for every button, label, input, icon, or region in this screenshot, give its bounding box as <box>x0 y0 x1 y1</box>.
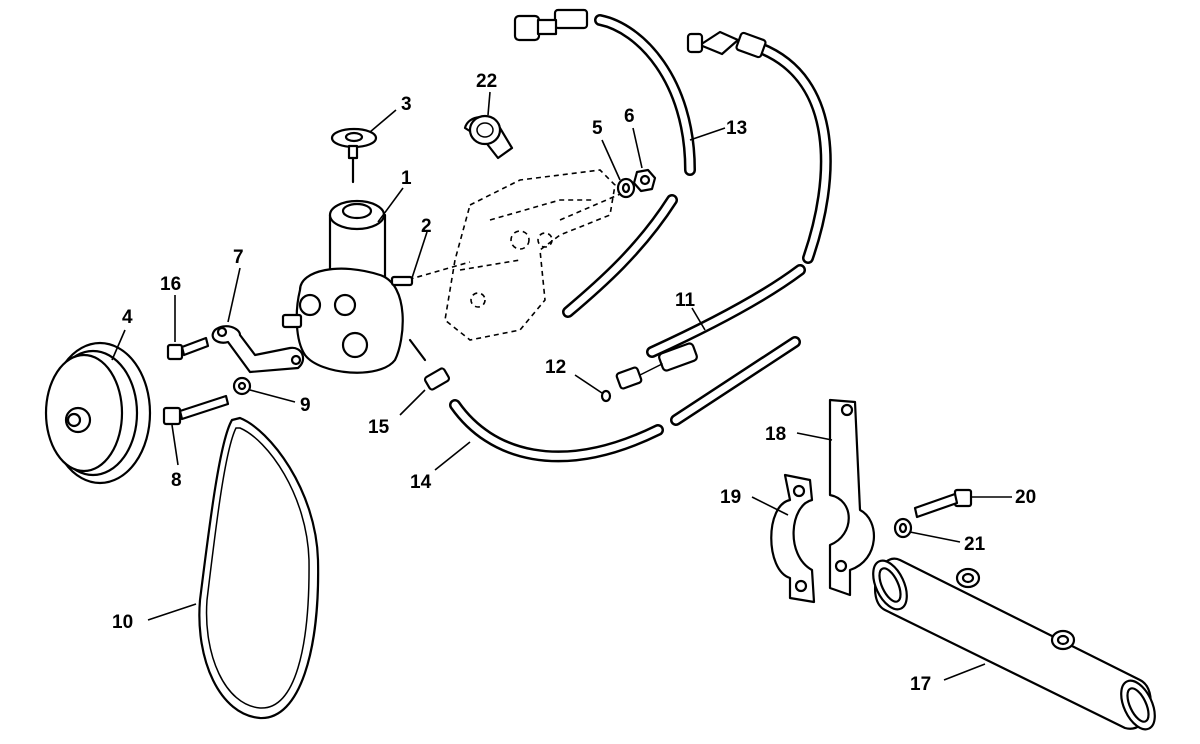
label-15: 15 <box>368 417 390 438</box>
label-10: 10 <box>112 612 133 633</box>
label-16: 16 <box>160 274 181 295</box>
reservoir-cap <box>330 127 378 184</box>
label-9: 9 <box>300 395 311 416</box>
label-11: 11 <box>675 290 696 311</box>
pulley <box>44 341 152 485</box>
nut-6 <box>632 168 657 193</box>
label-17: 17 <box>910 674 931 695</box>
label-18: 18 <box>765 424 786 445</box>
bolt-16 <box>166 336 210 361</box>
label-1: 1 <box>401 168 412 189</box>
hose-11 <box>615 342 698 390</box>
label-6: 6 <box>624 106 635 127</box>
label-5: 5 <box>592 118 603 139</box>
label-8: 8 <box>171 470 182 491</box>
label-4: 4 <box>122 307 133 328</box>
fluid-cooler <box>872 557 1156 731</box>
washer-21 <box>893 517 913 539</box>
label-12: 12 <box>545 357 566 378</box>
label-7: 7 <box>233 247 244 268</box>
part-labels: 1 2 3 4 5 6 7 8 9 10 11 12 13 14 15 16 1… <box>112 71 1036 695</box>
adjusting-arm <box>211 325 305 374</box>
cooler-bracket-19 <box>770 473 816 604</box>
drive-belt <box>198 416 320 720</box>
cooler-bracket-18 <box>828 398 875 597</box>
power-steering-pump <box>281 199 427 374</box>
hose-13 <box>513 8 696 318</box>
label-3: 3 <box>401 94 412 115</box>
label-19: 19 <box>720 487 741 508</box>
leader-lines <box>111 91 1012 681</box>
lock-washer-9 <box>232 376 252 396</box>
bolt-8 <box>162 394 230 426</box>
label-13: 13 <box>726 118 747 139</box>
mounting-bracket <box>399 169 626 341</box>
label-21: 21 <box>964 534 986 555</box>
bolt-20 <box>913 488 973 519</box>
o-ring-12 <box>600 389 612 403</box>
label-14: 14 <box>410 472 432 493</box>
label-20: 20 <box>1015 487 1036 508</box>
label-2: 2 <box>421 216 432 237</box>
fitting-15 <box>423 367 451 391</box>
hose-14 <box>449 336 801 463</box>
washer-5 <box>616 177 636 199</box>
hose-return <box>646 30 832 358</box>
hose-clamp <box>463 114 514 160</box>
label-22: 22 <box>476 71 497 92</box>
